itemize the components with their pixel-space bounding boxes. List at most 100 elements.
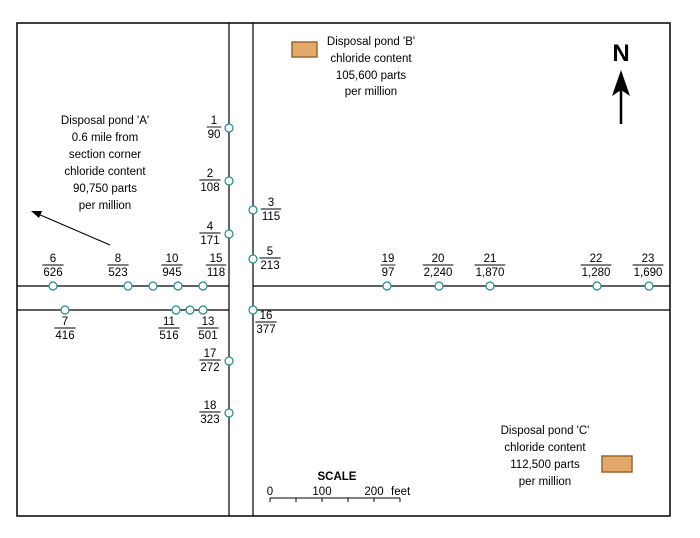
well-id-label: 22 (590, 253, 603, 265)
well-id-label: 17 (204, 348, 217, 360)
labeled-wells: 1902108311541715213662674168523109451151… (42, 115, 664, 426)
pond-b-label-line-4: per million (345, 86, 397, 98)
well-id-label: 10 (166, 253, 179, 265)
pond-a-direction-arrow (31, 211, 111, 246)
well-id-label: 23 (642, 253, 655, 265)
well-chloride-label: 115 (262, 211, 280, 223)
well-id-label: 19 (382, 253, 395, 265)
well-id-label: 18 (204, 400, 217, 412)
well-chloride-label: 323 (200, 414, 219, 426)
well-1: 190 (206, 115, 234, 141)
well-20: 202,240 (422, 253, 454, 291)
north-label: N (612, 40, 629, 67)
scale-tick-label-0: 0 (267, 486, 273, 498)
well-marker (248, 205, 258, 215)
well-id-label: 1 (211, 115, 217, 127)
well-id-label: 15 (210, 253, 223, 265)
well-marker (148, 281, 158, 291)
well-marker (123, 281, 133, 291)
pond-c-label-line-2: chloride content (504, 442, 586, 454)
pond-c-label-line-4: per million (519, 476, 571, 488)
well-marker (224, 229, 234, 239)
well-marker (382, 281, 392, 291)
well-chloride-label: 1,870 (476, 267, 505, 279)
well-marker (224, 176, 234, 186)
well-marker (198, 305, 208, 315)
well-chloride-label: 213 (260, 260, 279, 272)
well-chloride-label: 1,280 (582, 267, 611, 279)
well-id-label: 2 (207, 168, 213, 180)
well-chloride-label: 945 (162, 267, 181, 279)
pond-c-label-line-3: 112,500 parts (510, 459, 580, 471)
well-id-label: 3 (268, 197, 274, 209)
pond-a: Disposal pond 'A' 0.6 mile from section … (31, 115, 149, 246)
well-chloride-label: 108 (200, 182, 219, 194)
unlabeled-wells (148, 281, 195, 315)
scale-tick-label-100: 100 (312, 486, 331, 498)
pond-a-label-line-6: per million (79, 200, 131, 212)
well-id-label: 4 (207, 221, 214, 233)
well-marker (171, 305, 181, 315)
well-22: 22 1,280 (580, 253, 612, 291)
well-chloride-label: 516 (159, 330, 178, 342)
pond-a-label-line-1: Disposal pond 'A' (61, 115, 149, 127)
well-chloride-label: 90 (208, 129, 221, 141)
pond-b-symbol (291, 41, 318, 58)
pond-a-label-line-5: 90,750 parts (73, 183, 137, 195)
well-id-label: 21 (484, 253, 497, 265)
well-id-label: 20 (432, 253, 445, 265)
well-chloride-label: 1,690 (634, 267, 663, 279)
scale-title: SCALE (318, 471, 357, 483)
well-marker (434, 281, 444, 291)
pond-b: Disposal pond 'B' chloride content 105,6… (291, 36, 415, 98)
well-chloride-label: 171 (200, 235, 219, 247)
map-frame (16, 22, 671, 517)
well-chloride-label: 272 (200, 362, 219, 374)
well-23: 23 1,690 (632, 253, 664, 291)
pond-c: Disposal pond 'C' chloride content 112,5… (501, 425, 633, 488)
pond-b-label-line-2: chloride content (330, 53, 412, 65)
well-chloride-label: 97 (382, 267, 395, 279)
well-id-label: 13 (202, 316, 215, 328)
pond-a-label-line-3: section corner (69, 149, 141, 161)
pond-a-label-line-4: chloride content (64, 166, 146, 178)
scale-bar: SCALE 0 100 200 feet (267, 471, 411, 502)
well-marker (224, 123, 234, 133)
well-id-label: 8 (115, 253, 121, 265)
well-marker (185, 305, 195, 315)
pond-a-label-line-2: 0.6 mile from (72, 132, 138, 144)
well-id-label: 7 (62, 316, 68, 328)
pond-c-symbol (601, 455, 633, 473)
well-id-label: 5 (267, 246, 273, 258)
well-marker (644, 281, 654, 291)
well-id-label: 11 (163, 316, 175, 328)
well-marker (173, 281, 183, 291)
pond-b-label-line-3: 105,600 parts (336, 70, 407, 82)
well-21: 21 1,870 (474, 253, 506, 291)
well-chloride-label: 118 (207, 267, 225, 279)
north-arrow: N (612, 40, 630, 124)
well-marker (198, 281, 208, 291)
north-arrow-icon (612, 70, 630, 96)
well-marker (48, 281, 58, 291)
pond-b-label-line-1: Disposal pond 'B' (327, 36, 415, 48)
well-marker (248, 305, 258, 315)
well-id-label: 6 (50, 253, 56, 265)
scale-tick-label-200: 200 (364, 486, 383, 498)
pond-c-label-line-1: Disposal pond 'C' (501, 425, 590, 437)
scale-unit: feet (391, 486, 411, 498)
